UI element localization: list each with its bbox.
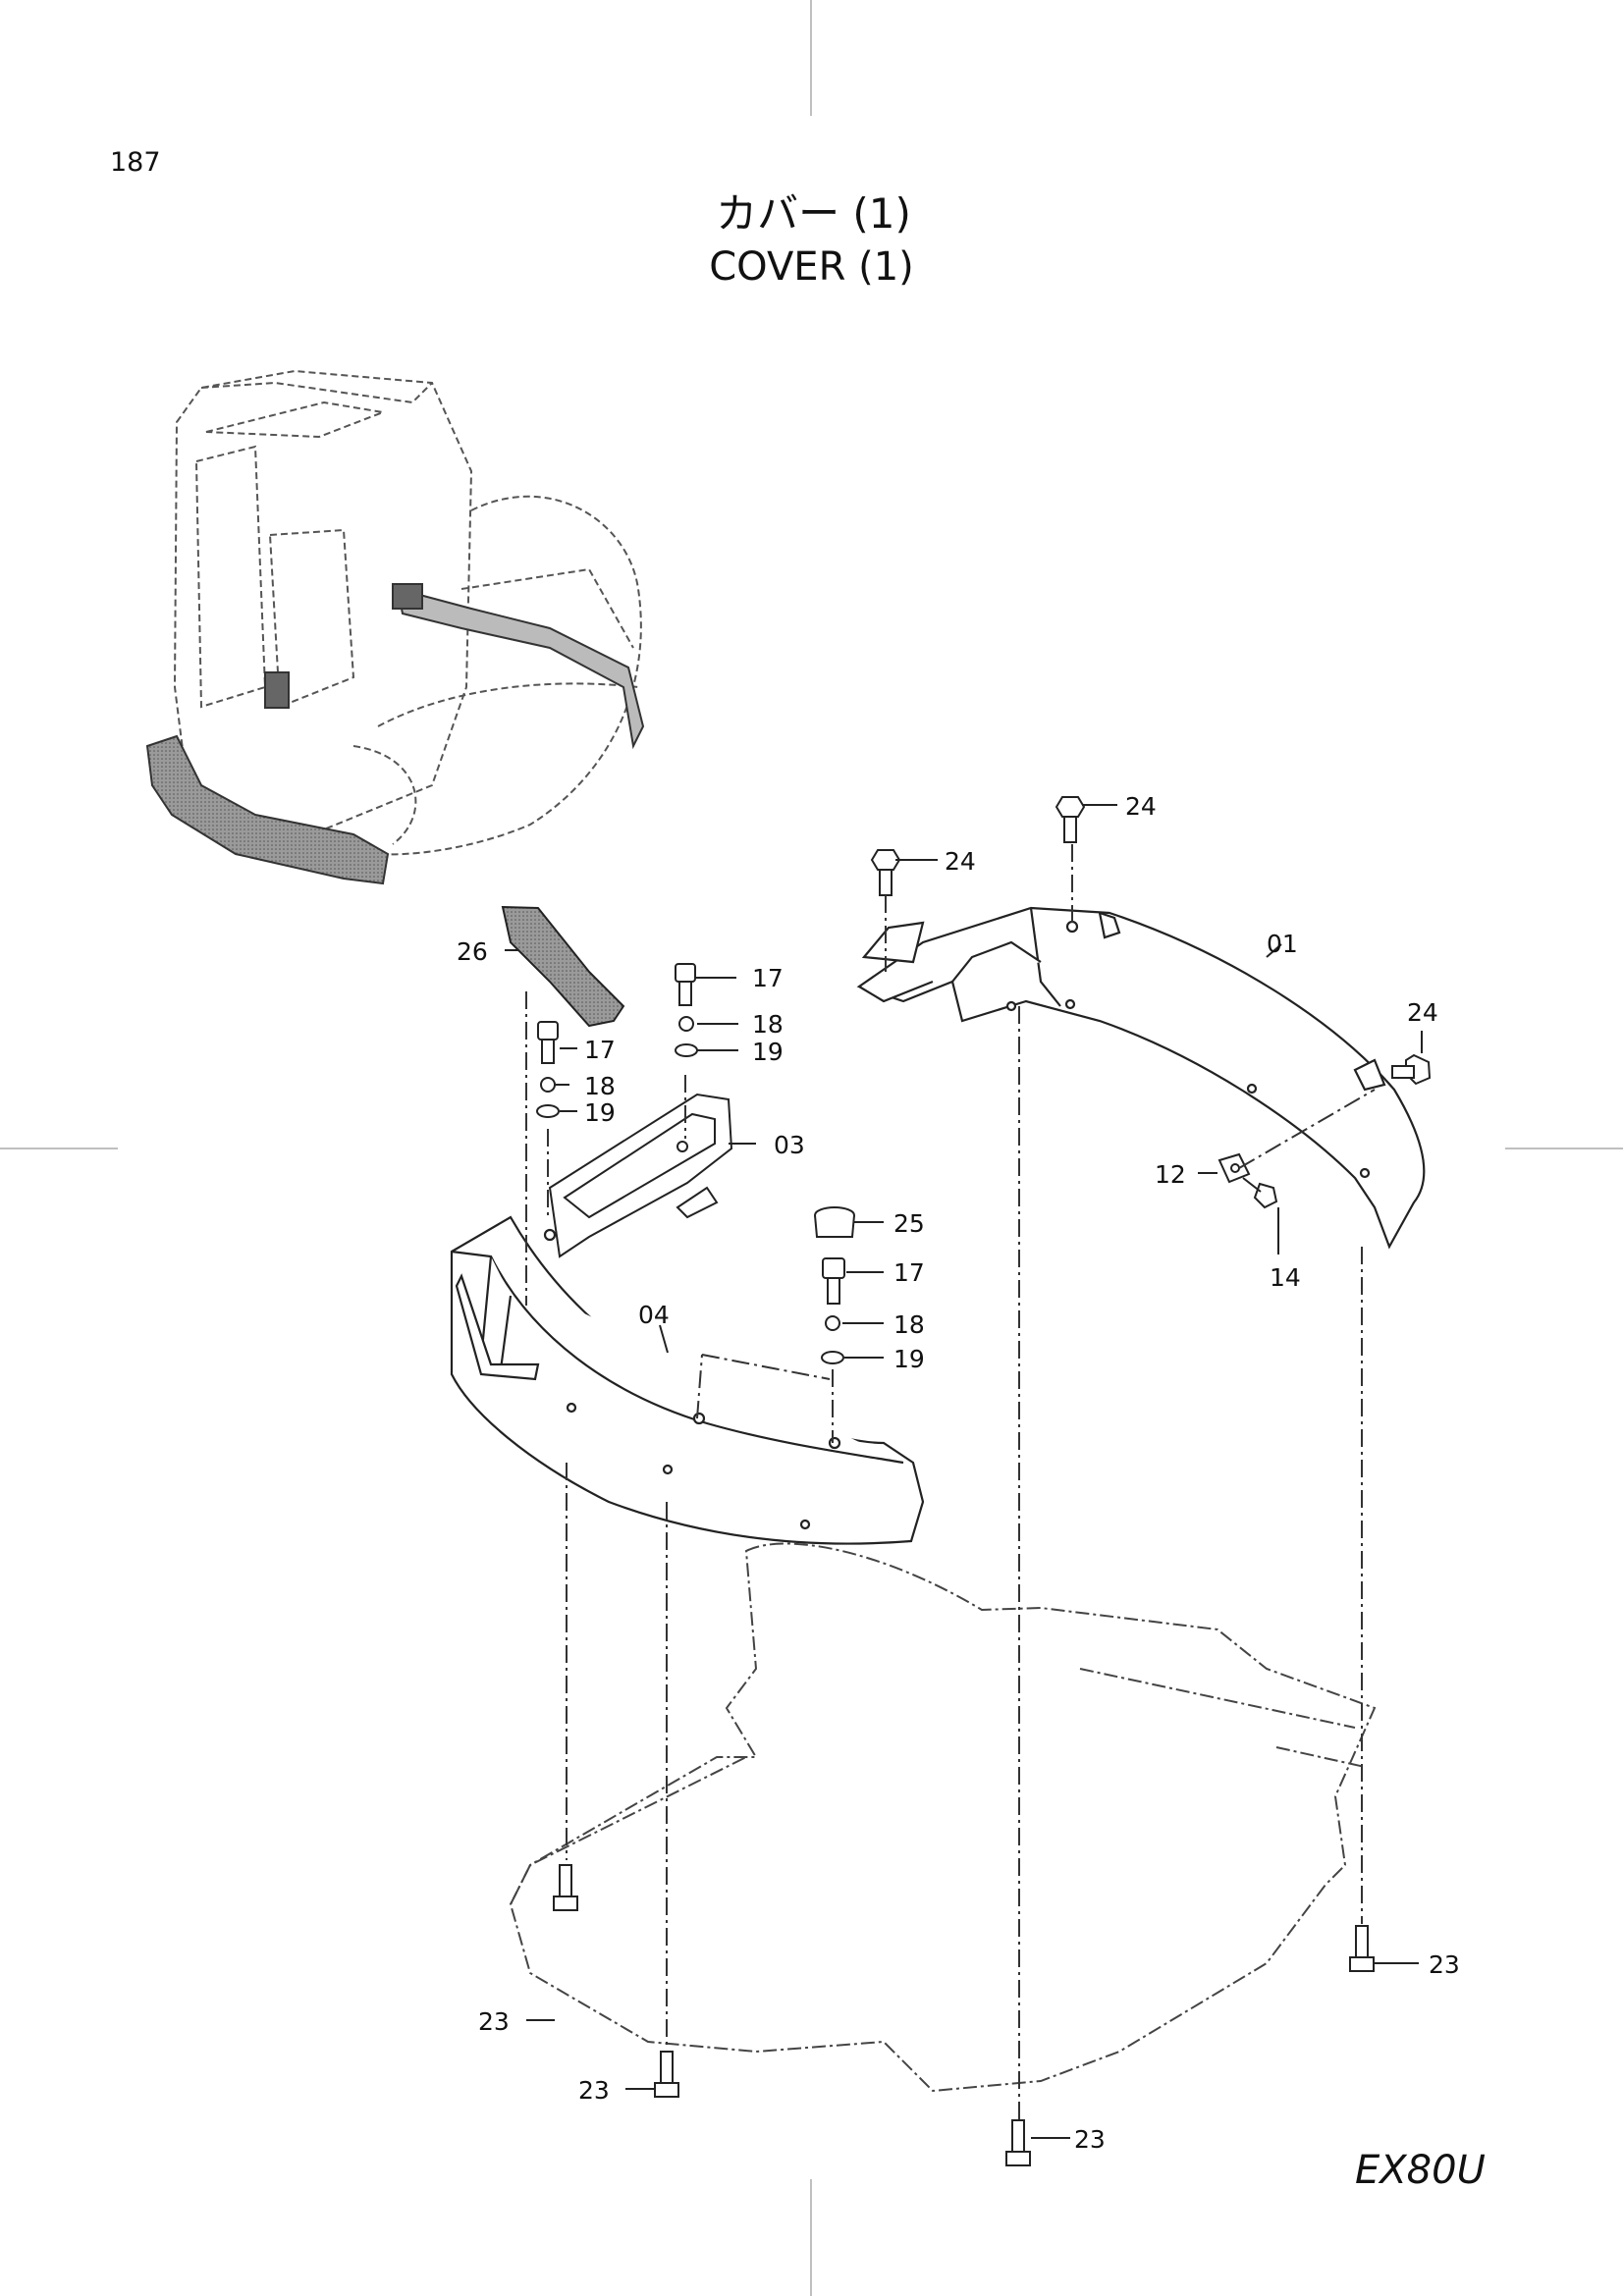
bolt-24-c [1391, 1053, 1432, 1086]
callout-26: 26 [457, 937, 488, 966]
callout-23-b: 23 [578, 2076, 610, 2105]
callout-18-b: 18 [584, 1072, 616, 1100]
bolt-23-c [1005, 2119, 1031, 2166]
callout-17-a: 17 [752, 964, 784, 992]
part-03-bracket [548, 1093, 733, 1258]
callout-17-c: 17 [893, 1258, 925, 1287]
callout-04: 04 [638, 1301, 670, 1329]
cap-25 [814, 1206, 855, 1238]
callout-17-b: 17 [584, 1036, 616, 1064]
callout-23-d: 23 [1429, 1950, 1460, 1979]
assembly-lines [525, 844, 1376, 2120]
bolt-23-a [553, 1864, 578, 1911]
page-number: 187 [110, 147, 161, 178]
overview-highlighted-cover [145, 583, 645, 885]
callout-18-a: 18 [752, 1010, 784, 1039]
callout-25: 25 [893, 1209, 925, 1238]
title-english: COVER (1) [709, 244, 914, 290]
leader-lines [505, 804, 1423, 2139]
callout-23-c: 23 [1074, 2125, 1106, 2154]
callout-19-b: 19 [584, 1098, 616, 1127]
callout-24-a: 24 [1125, 792, 1157, 821]
floor-plate [509, 1542, 1377, 2093]
part-04-front-cover [450, 1215, 925, 1545]
bolt-17-c [822, 1257, 845, 1305]
callout-labels: 01 03 04 12 14 17 17 17 18 18 18 19 19 1… [457, 792, 1460, 2154]
part-01-rear-cover [856, 906, 1426, 1250]
bolt-24-b [870, 849, 901, 896]
callout-19-c: 19 [893, 1345, 925, 1373]
callout-12: 12 [1155, 1160, 1186, 1189]
title-japanese: カバー (1) [716, 189, 911, 238]
bolt-14 [1242, 1177, 1278, 1209]
callout-19-a: 19 [752, 1038, 784, 1066]
callout-23-a: 23 [478, 2007, 510, 2036]
callout-24-b: 24 [945, 847, 976, 876]
callout-03: 03 [774, 1131, 805, 1159]
bolt-17-b [537, 1021, 559, 1064]
clip-nut-12 [1217, 1152, 1251, 1184]
callout-24-c: 24 [1407, 998, 1438, 1027]
model-name: EX80U [1355, 2148, 1486, 2193]
callout-01: 01 [1267, 930, 1298, 958]
bolt-23-b [654, 2051, 679, 2098]
part-26-strip [501, 905, 625, 1028]
hardware-fasteners [536, 796, 1432, 2166]
title-block: カバー (1) COVER (1) [0, 187, 1623, 293]
callout-14: 14 [1270, 1263, 1301, 1292]
bolt-23-d [1349, 1925, 1375, 1972]
callout-18-c: 18 [893, 1310, 925, 1339]
bolt-17-a [675, 963, 696, 1006]
bolt-24-a [1055, 796, 1086, 843]
